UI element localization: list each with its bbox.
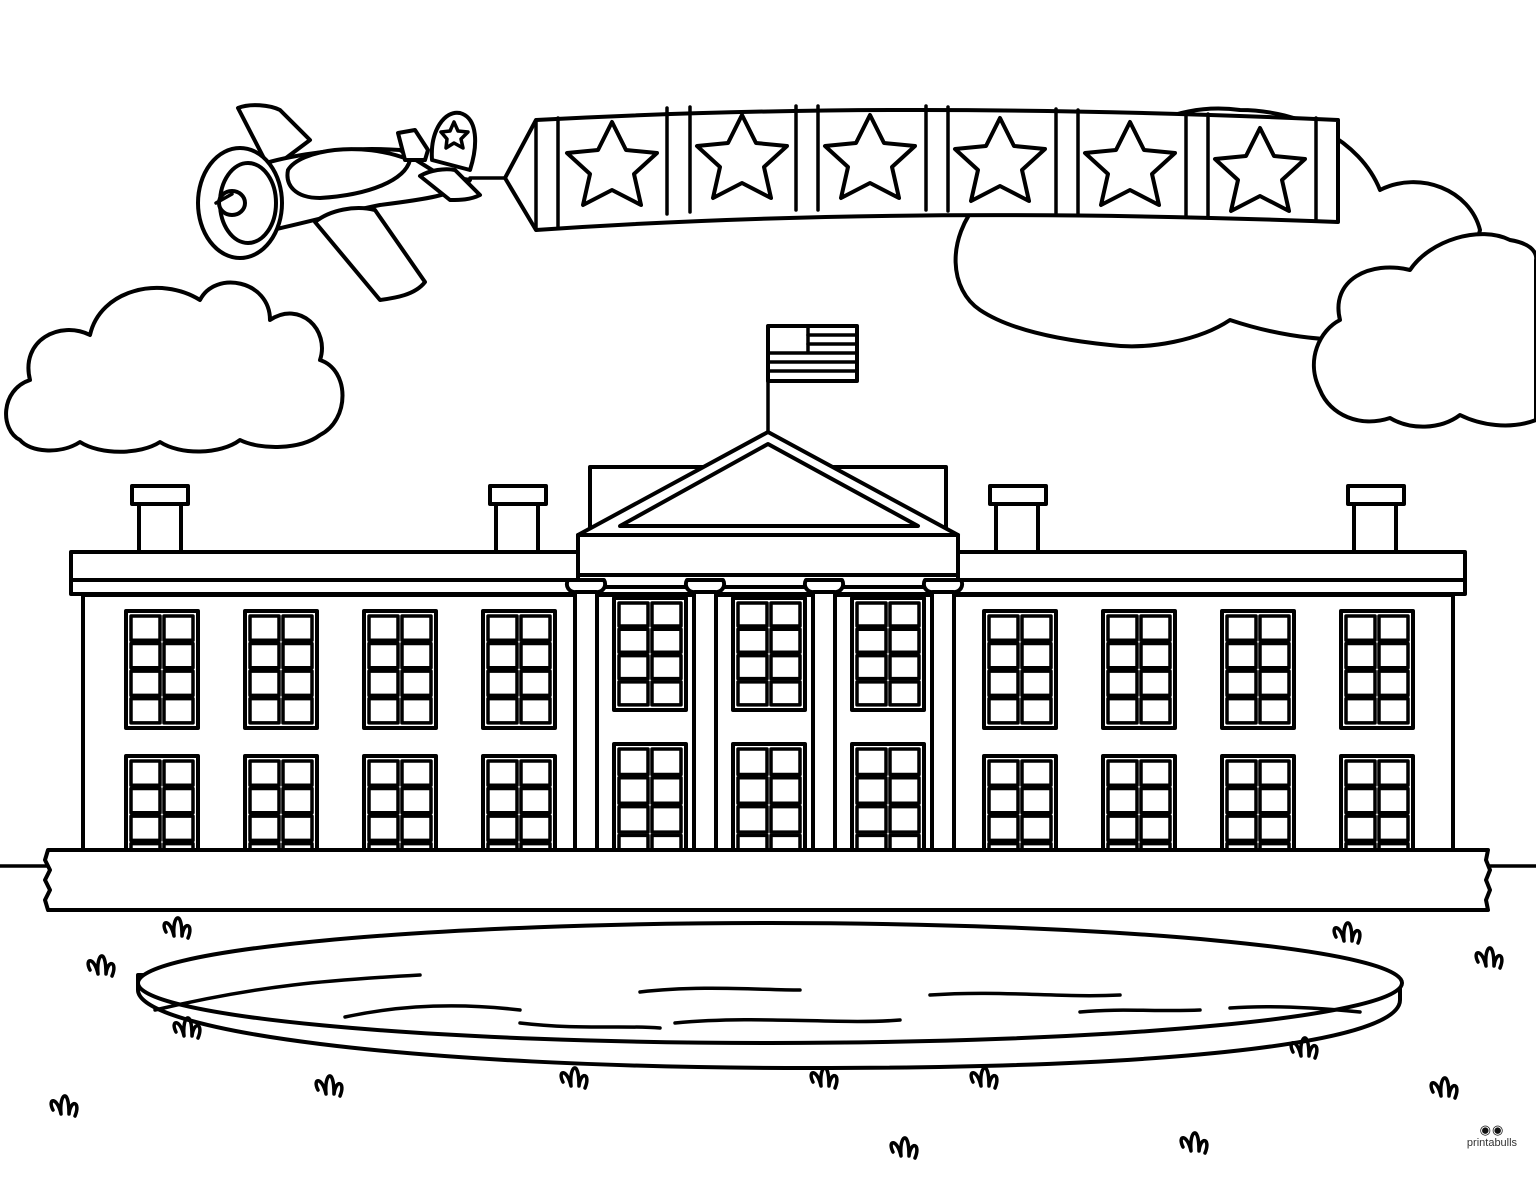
grass-tuft [86, 954, 116, 978]
star-icon [953, 116, 1047, 203]
cloud-left [4, 280, 345, 454]
grass-tuft [49, 1094, 79, 1118]
window [124, 609, 200, 730]
window [1339, 609, 1415, 730]
window [481, 609, 557, 730]
grass-tuft [1289, 1036, 1319, 1060]
grass-tuft [1429, 1076, 1459, 1100]
chimneys [130, 484, 1406, 554]
grass-tuft [969, 1066, 999, 1090]
grass-tuft [172, 1016, 202, 1040]
hedge [43, 848, 1492, 912]
window [850, 596, 926, 712]
bulldog-icon: ◉◉ [1479, 1122, 1505, 1137]
window [1101, 609, 1177, 730]
window [731, 742, 807, 868]
window [612, 742, 688, 868]
pond [136, 921, 1404, 1070]
grass-tuft [1332, 921, 1362, 945]
grass-tuft [314, 1074, 344, 1098]
cloud-right-small [1311, 232, 1536, 429]
grass-tuft [559, 1066, 589, 1090]
star-icon [823, 113, 917, 200]
us-flag-icon [766, 324, 859, 434]
grass-tuft [1474, 946, 1504, 970]
window [243, 609, 319, 730]
grass-tufts [49, 916, 1504, 1160]
watermark-logo: ◉◉ printabulls [1452, 1122, 1532, 1150]
window [612, 596, 688, 712]
grass-tuft [809, 1066, 839, 1090]
window [731, 596, 807, 712]
banner [468, 104, 1340, 232]
grass-tuft [1179, 1131, 1209, 1155]
banner-stars [565, 113, 1307, 213]
grass-tuft [162, 916, 192, 940]
window [1220, 609, 1296, 730]
window [982, 609, 1058, 730]
star-icon [565, 120, 659, 207]
portico [564, 430, 965, 868]
windows [124, 596, 1415, 875]
window [362, 609, 438, 730]
columns [564, 578, 965, 868]
airplane [196, 103, 482, 302]
grass-tuft [889, 1136, 919, 1160]
star-icon [439, 120, 470, 150]
star-icon [1083, 120, 1177, 207]
star-icon [1213, 126, 1307, 213]
watermark-brand: printabulls [1466, 1137, 1518, 1149]
window [850, 742, 926, 868]
star-icon [695, 113, 789, 200]
